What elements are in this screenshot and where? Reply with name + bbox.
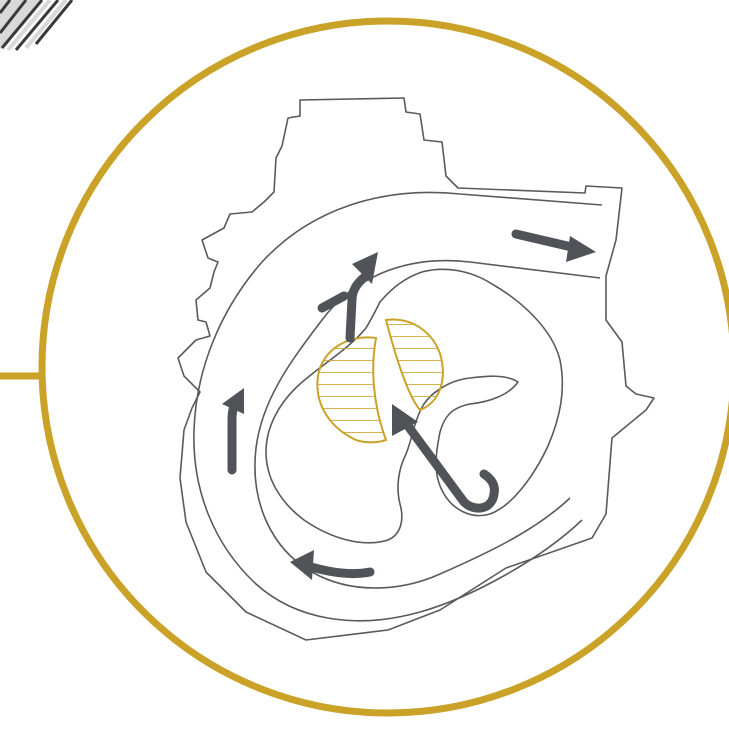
arrow-up-icon [222,388,244,470]
seal-left-segment [317,337,386,442]
connector-cable [0,0,72,50]
impeller-cavity [266,269,562,542]
arrow-right-icon [516,234,596,262]
arrow-up-icon [322,252,378,338]
arrow-left-icon [290,550,370,580]
seal-right-segment [386,319,443,410]
detail-frame-ring [42,21,729,713]
volute-inner-wall [255,261,600,588]
